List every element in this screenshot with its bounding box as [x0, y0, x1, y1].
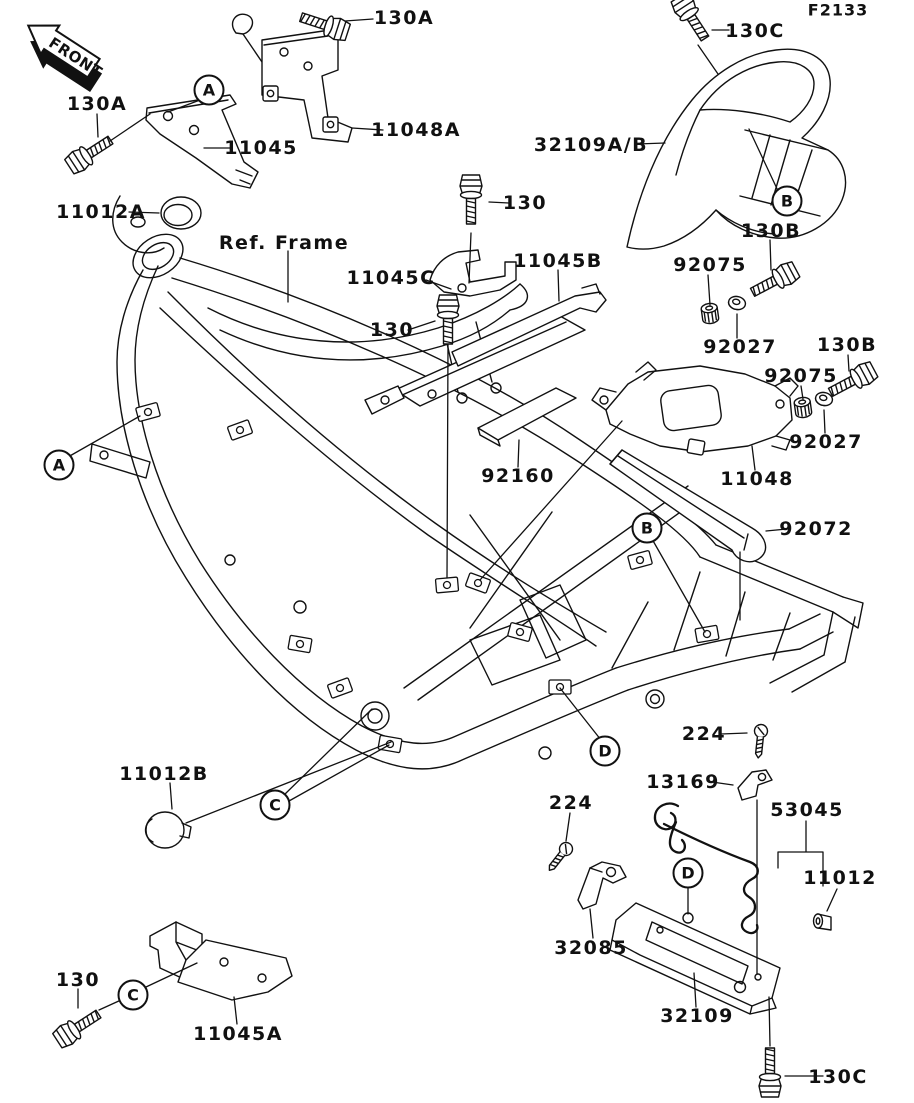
- label-32085: 32085: [554, 937, 628, 959]
- label-53045: 53045: [770, 799, 844, 821]
- label-130b-left: 130B: [740, 220, 802, 242]
- label-11012: 11012: [803, 867, 877, 889]
- label-11045: 11045: [224, 137, 298, 159]
- label-130a-top: 130A: [373, 7, 435, 29]
- label-92075-right: 92075: [764, 365, 838, 387]
- bolt-130b-left-icon: [746, 258, 802, 303]
- label-130-mid: 130: [502, 192, 548, 214]
- label-130c-bottom: 130C: [808, 1066, 868, 1088]
- bolt-130a-left-icon: [62, 130, 118, 177]
- part-bracket-11048a: [231, 13, 353, 143]
- part-bracket-11045a: [149, 921, 293, 1001]
- label-11048a: 11048A: [371, 119, 461, 141]
- label-130a-left: 130A: [66, 93, 128, 115]
- label-224-mid: 224: [548, 792, 594, 814]
- bolt-130-lower-icon: [436, 294, 460, 345]
- label-11012a: 11012A: [56, 201, 146, 223]
- section-marker-d-2: D: [672, 857, 704, 889]
- part-cover-32109ab: [626, 48, 847, 250]
- section-marker-c-2: C: [117, 979, 149, 1011]
- part-cap-11012b: [144, 811, 192, 849]
- label-224-right: 224: [681, 723, 727, 745]
- part-wire-53045: [653, 802, 759, 935]
- figure-code: F2133: [807, 0, 869, 20]
- part-bar-92072: [609, 449, 767, 563]
- part-clamp-13169: [737, 769, 773, 801]
- part-bracket-32085: [577, 861, 627, 910]
- label-ref-frame: Ref. Frame: [218, 232, 350, 254]
- section-marker-b-1: B: [771, 185, 803, 217]
- washer-92027-left-icon: [726, 294, 748, 312]
- part-pad-92160: [477, 387, 577, 447]
- label-130b-right: 130B: [816, 334, 878, 356]
- bolt-130c-bottom-icon: [758, 1047, 782, 1098]
- part-bracket-11048: [591, 361, 799, 456]
- section-marker-b-2: B: [631, 512, 663, 544]
- screw-224-mid-icon: [543, 839, 576, 875]
- label-92027-right: 92027: [789, 431, 863, 453]
- label-130c-top: 130C: [725, 20, 785, 42]
- bolt-130-mid-icon: [459, 174, 483, 225]
- section-marker-d-1: D: [589, 735, 621, 767]
- part-bracket-11045c: [429, 249, 517, 297]
- screw-224-right-icon: [751, 723, 769, 760]
- label-13169: 13169: [646, 771, 720, 793]
- label-11045b: 11045B: [513, 250, 603, 272]
- label-130-bottom: 130: [55, 969, 101, 991]
- label-11012b: 11012B: [119, 763, 209, 785]
- label-92027-left: 92027: [703, 336, 777, 358]
- section-marker-c-1: C: [259, 789, 291, 821]
- label-32109ab: 32109A/B: [533, 134, 649, 156]
- nut-92075-right-icon: [792, 395, 813, 420]
- front-direction-marker: FRONT: [26, 24, 106, 92]
- leader-lines: [67, 18, 850, 1077]
- part-bracket-11045b: [364, 283, 607, 415]
- label-11048: 11048: [720, 468, 794, 490]
- bolt-130-bottom-icon: [50, 1004, 106, 1051]
- part-plate-32109: [609, 902, 781, 1015]
- part-cap-11012a: [160, 196, 202, 230]
- label-11045c: 11045C: [346, 267, 436, 289]
- label-32109: 32109: [660, 1005, 734, 1027]
- bolt-130c-top-icon: [668, 0, 715, 46]
- label-11045a: 11045A: [193, 1023, 283, 1045]
- label-92072: 92072: [779, 518, 853, 540]
- part-bushing-11012: [812, 913, 832, 931]
- section-marker-a-1: A: [193, 74, 225, 106]
- label-92075-left: 92075: [673, 254, 747, 276]
- section-marker-a-2: A: [43, 449, 75, 481]
- label-130-lower: 130: [369, 319, 415, 341]
- label-92160: 92160: [481, 465, 555, 487]
- nut-92075-left-icon: [699, 301, 720, 326]
